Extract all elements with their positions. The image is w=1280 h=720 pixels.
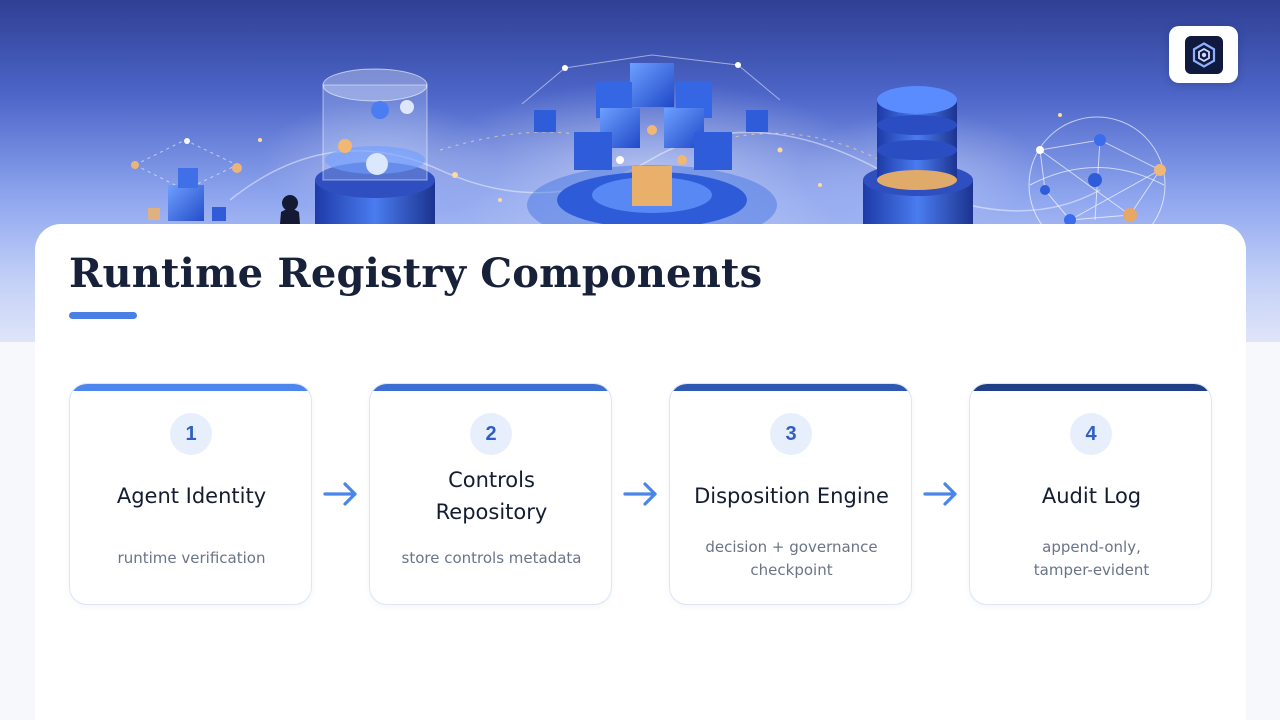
step-description: store controls metadata [380, 547, 603, 570]
arrow-right-icon [923, 482, 957, 506]
step-description-line: checkpoint [750, 561, 833, 579]
step-card-agent-identity: 1 Agent Identity runtime verification [69, 383, 312, 605]
step-name-line: Controls [448, 468, 535, 492]
step-name-line: Disposition Engine [694, 484, 889, 508]
step-number-badge: 4 [1070, 413, 1112, 455]
step-card-controls-repository: 2 Controls Repository store controls met… [369, 383, 612, 605]
step-name: Controls Repository [380, 464, 603, 528]
step-card-disposition-engine: 3 Disposition Engine decision + governan… [669, 383, 912, 605]
hexagon-logo-icon [1184, 35, 1223, 74]
step-description: decision + governance checkpoint [680, 536, 903, 582]
step-name: Disposition Engine [680, 480, 903, 512]
step-description-line: runtime verification [117, 549, 266, 567]
step-name-line: Audit Log [1041, 484, 1142, 508]
step-description: runtime verification [80, 547, 303, 570]
step-number-badge: 3 [770, 413, 812, 455]
step-name-line: Agent Identity [116, 484, 267, 508]
step-name-line: Repository [435, 500, 548, 524]
logo-badge[interactable] [1169, 26, 1238, 83]
step-description: append-only, tamper-evident [980, 536, 1203, 582]
step-name: Agent Identity [80, 480, 303, 512]
step-accent-bar [70, 384, 311, 391]
step-accent-bar [970, 384, 1211, 391]
page-title: Runtime Registry Components [69, 250, 763, 297]
hero-illustration [131, 54, 1166, 260]
step-number-badge: 1 [170, 413, 212, 455]
title-underline [69, 312, 137, 319]
step-name: Audit Log [980, 480, 1203, 512]
step-description-line: tamper-evident [1033, 561, 1150, 579]
step-description-line: decision + governance [705, 538, 878, 556]
step-description-line: store controls metadata [401, 549, 582, 567]
step-card-audit-log: 4 Audit Log append-only, tamper-evident [969, 383, 1212, 605]
step-accent-bar [670, 384, 911, 391]
arrow-right-icon [323, 482, 357, 506]
arrow-right-icon [623, 482, 657, 506]
step-number-badge: 2 [470, 413, 512, 455]
step-accent-bar [370, 384, 611, 391]
step-description-line: append-only, [1042, 538, 1141, 556]
